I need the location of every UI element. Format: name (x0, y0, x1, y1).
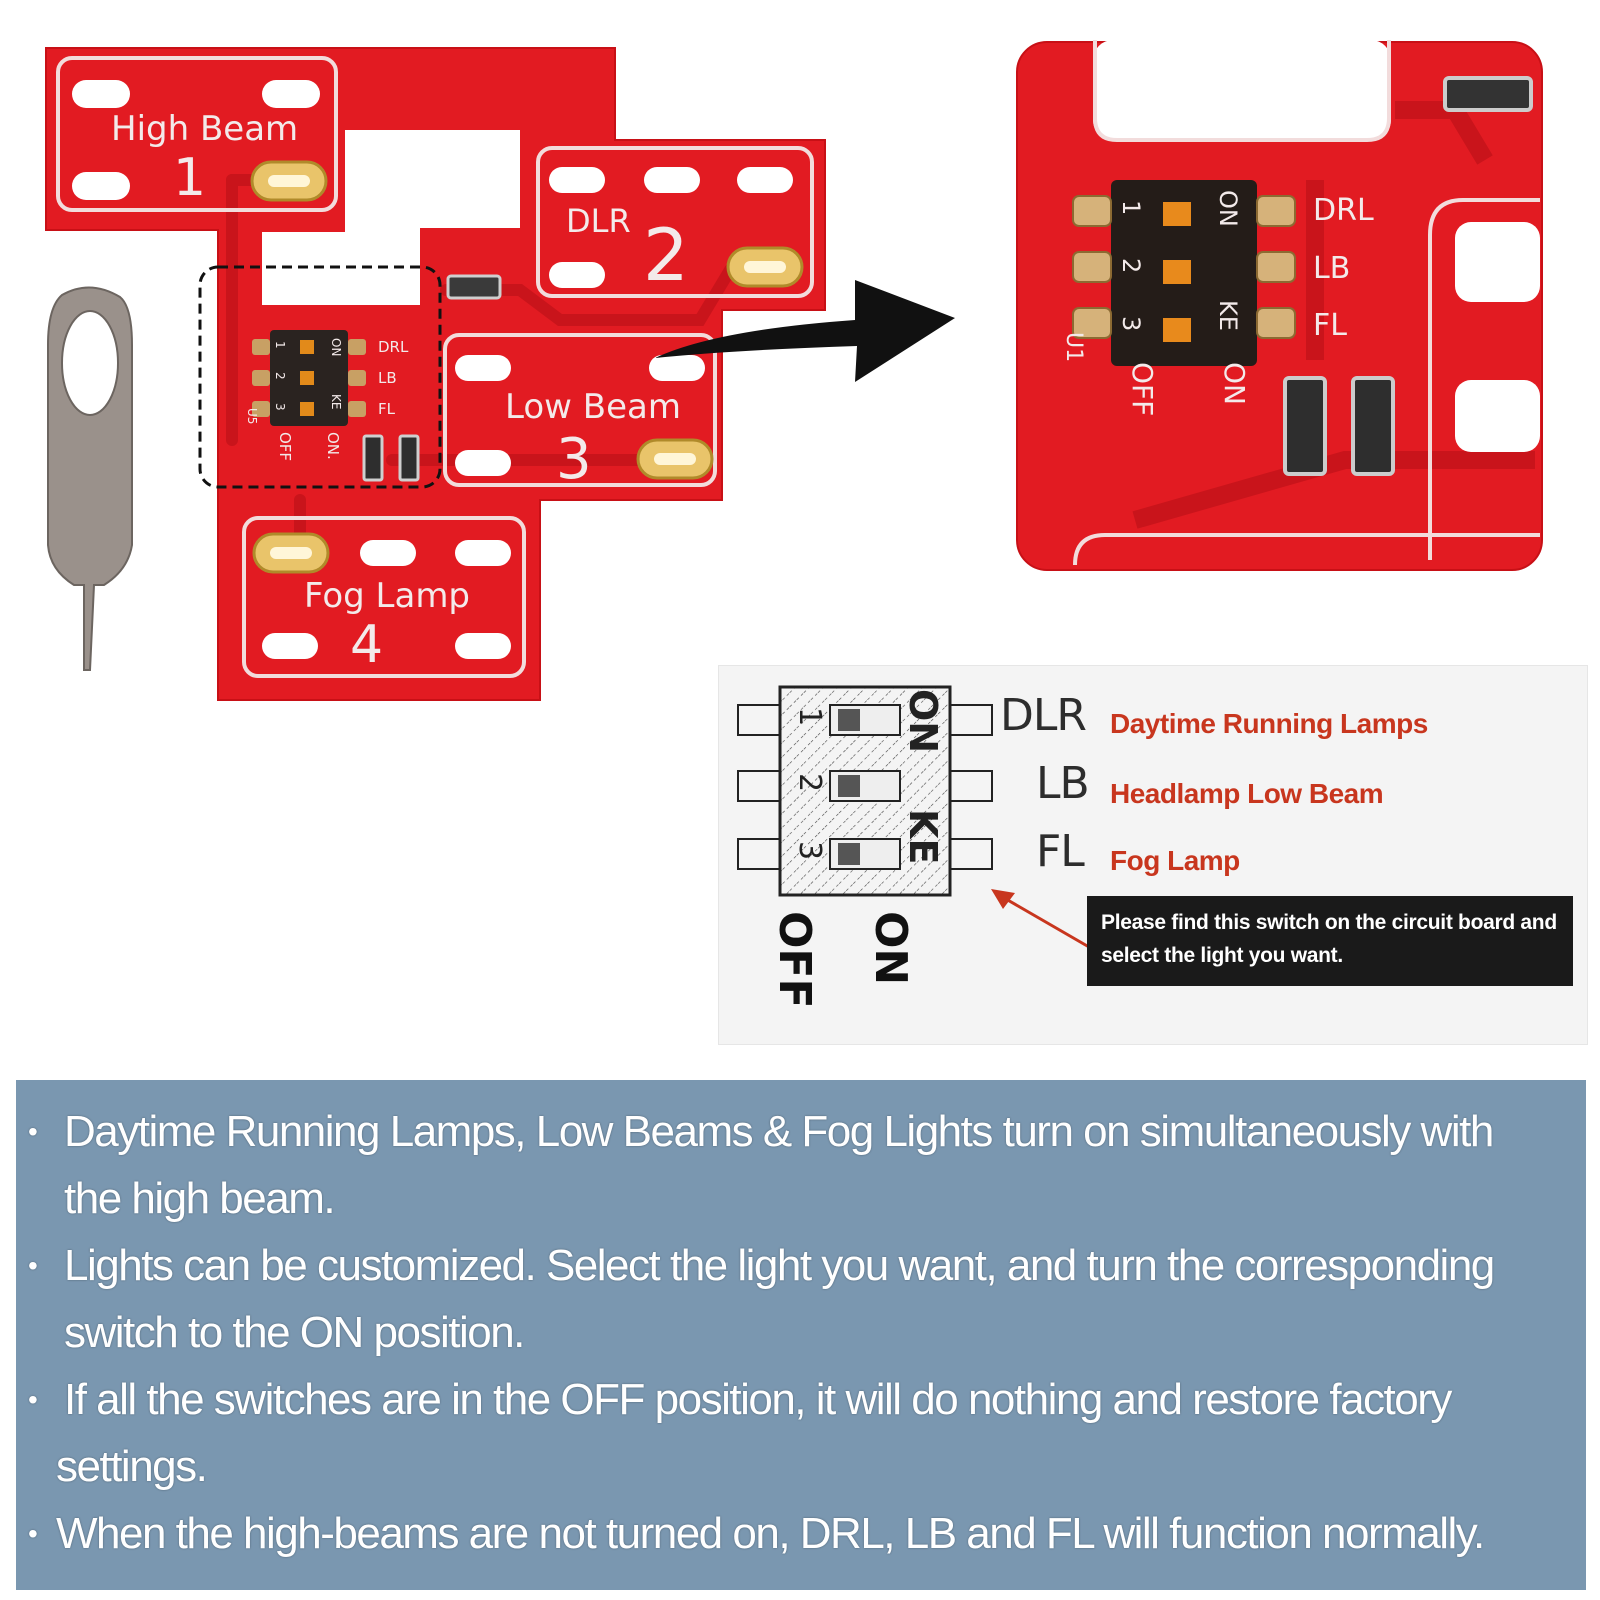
pcb-switch-ke: KE (329, 394, 343, 409)
diagram-off-label: OFF (769, 911, 820, 1009)
closeup-drl-label: DRL (1313, 193, 1374, 228)
dlr-label: DLR (566, 202, 631, 240)
ejector-pin-icon (47, 286, 133, 671)
pcb-closeup: DRL LB FL 1 2 3 ON KE OFF ON U1 (1016, 40, 1543, 571)
diagram-num-2: 2 (792, 773, 827, 792)
closeup-off-label: OFF (1126, 362, 1159, 416)
pcb-off-label: OFF (276, 432, 294, 461)
pcb-switch-on: ON (329, 338, 343, 356)
fog-lamp-number: 4 (350, 615, 383, 675)
pointer-arrow-icon (991, 889, 1090, 949)
diagram-desc-fl: Fog Lamp (1110, 845, 1240, 876)
diagram-desc-drl: Daytime Running Lamps (1110, 708, 1428, 739)
diagram-code-dlr: DLR (1000, 690, 1087, 741)
diagram-code-lb: LB (1036, 758, 1090, 809)
bullet-item: If all the switches are in the OFF posit… (26, 1366, 1576, 1500)
closeup-num-3: 3 (1117, 316, 1145, 331)
closeup-fl-label: FL (1313, 308, 1347, 343)
diagram-num-3: 3 (792, 841, 827, 860)
feature-bullets-panel: Daytime Running Lamps, Low Beams & Fog L… (16, 1080, 1586, 1590)
note-line-2: select the light you want. (1101, 944, 1343, 967)
high-beam-label: High Beam (111, 109, 298, 149)
diagram-on-label: ON (901, 689, 945, 753)
closeup-lb-label: LB (1313, 251, 1350, 286)
pcb-switch-num-2: 2 (273, 372, 287, 380)
closeup-num-1: 1 (1117, 200, 1145, 215)
note-line-1: Please find this switch on the circuit b… (1101, 911, 1557, 934)
diagram-num-1: 1 (792, 707, 827, 726)
pcb-switch-num-1: 1 (273, 341, 287, 349)
diagram-on-bottom-label: ON (865, 911, 916, 985)
switch-note-box: Please find this switch on the circuit b… (1087, 896, 1573, 986)
pcb-switch-num-3: 3 (273, 403, 287, 411)
closeup-num-2: 2 (1117, 258, 1145, 273)
pcb-on-label: ON. (324, 432, 342, 460)
fog-lamp-label: Fog Lamp (304, 576, 470, 616)
bullet-item: Lights can be customized. Select the lig… (26, 1232, 1576, 1366)
diagram-desc-lb: Headlamp Low Beam (1110, 778, 1384, 809)
dip-switch-diagram: 1 2 3 ON KE OFF ON (737, 685, 993, 1009)
pcb-board: High Beam 1 DLR 2 Low Beam 3 Fog Lamp 4 … (45, 47, 826, 701)
pcb-switch-lb: LB (378, 369, 397, 387)
arrow-right-icon (655, 280, 955, 382)
high-beam-number: 1 (173, 148, 206, 208)
closeup-u-label: U1 (1061, 332, 1086, 362)
pcb-u-label: U5 (245, 408, 259, 424)
pcb-switch-drl: DRL (378, 338, 409, 356)
pcb-switch-fl: FL (378, 400, 396, 418)
bullet-item: When the high-beams are not turned on, D… (26, 1500, 1576, 1567)
diagram-code-fl: FL (1036, 826, 1085, 877)
diagram-ke-label: KE (901, 809, 945, 864)
closeup-on-bottom-label: ON (1218, 362, 1251, 405)
bullet-item: Daytime Running Lamps, Low Beams & Fog L… (26, 1098, 1576, 1232)
dlr-number: 2 (643, 213, 689, 297)
closeup-ke-label: KE (1214, 300, 1242, 331)
closeup-on-label: ON (1214, 190, 1242, 227)
low-beam-label: Low Beam (505, 387, 681, 427)
low-beam-number: 3 (556, 427, 592, 492)
